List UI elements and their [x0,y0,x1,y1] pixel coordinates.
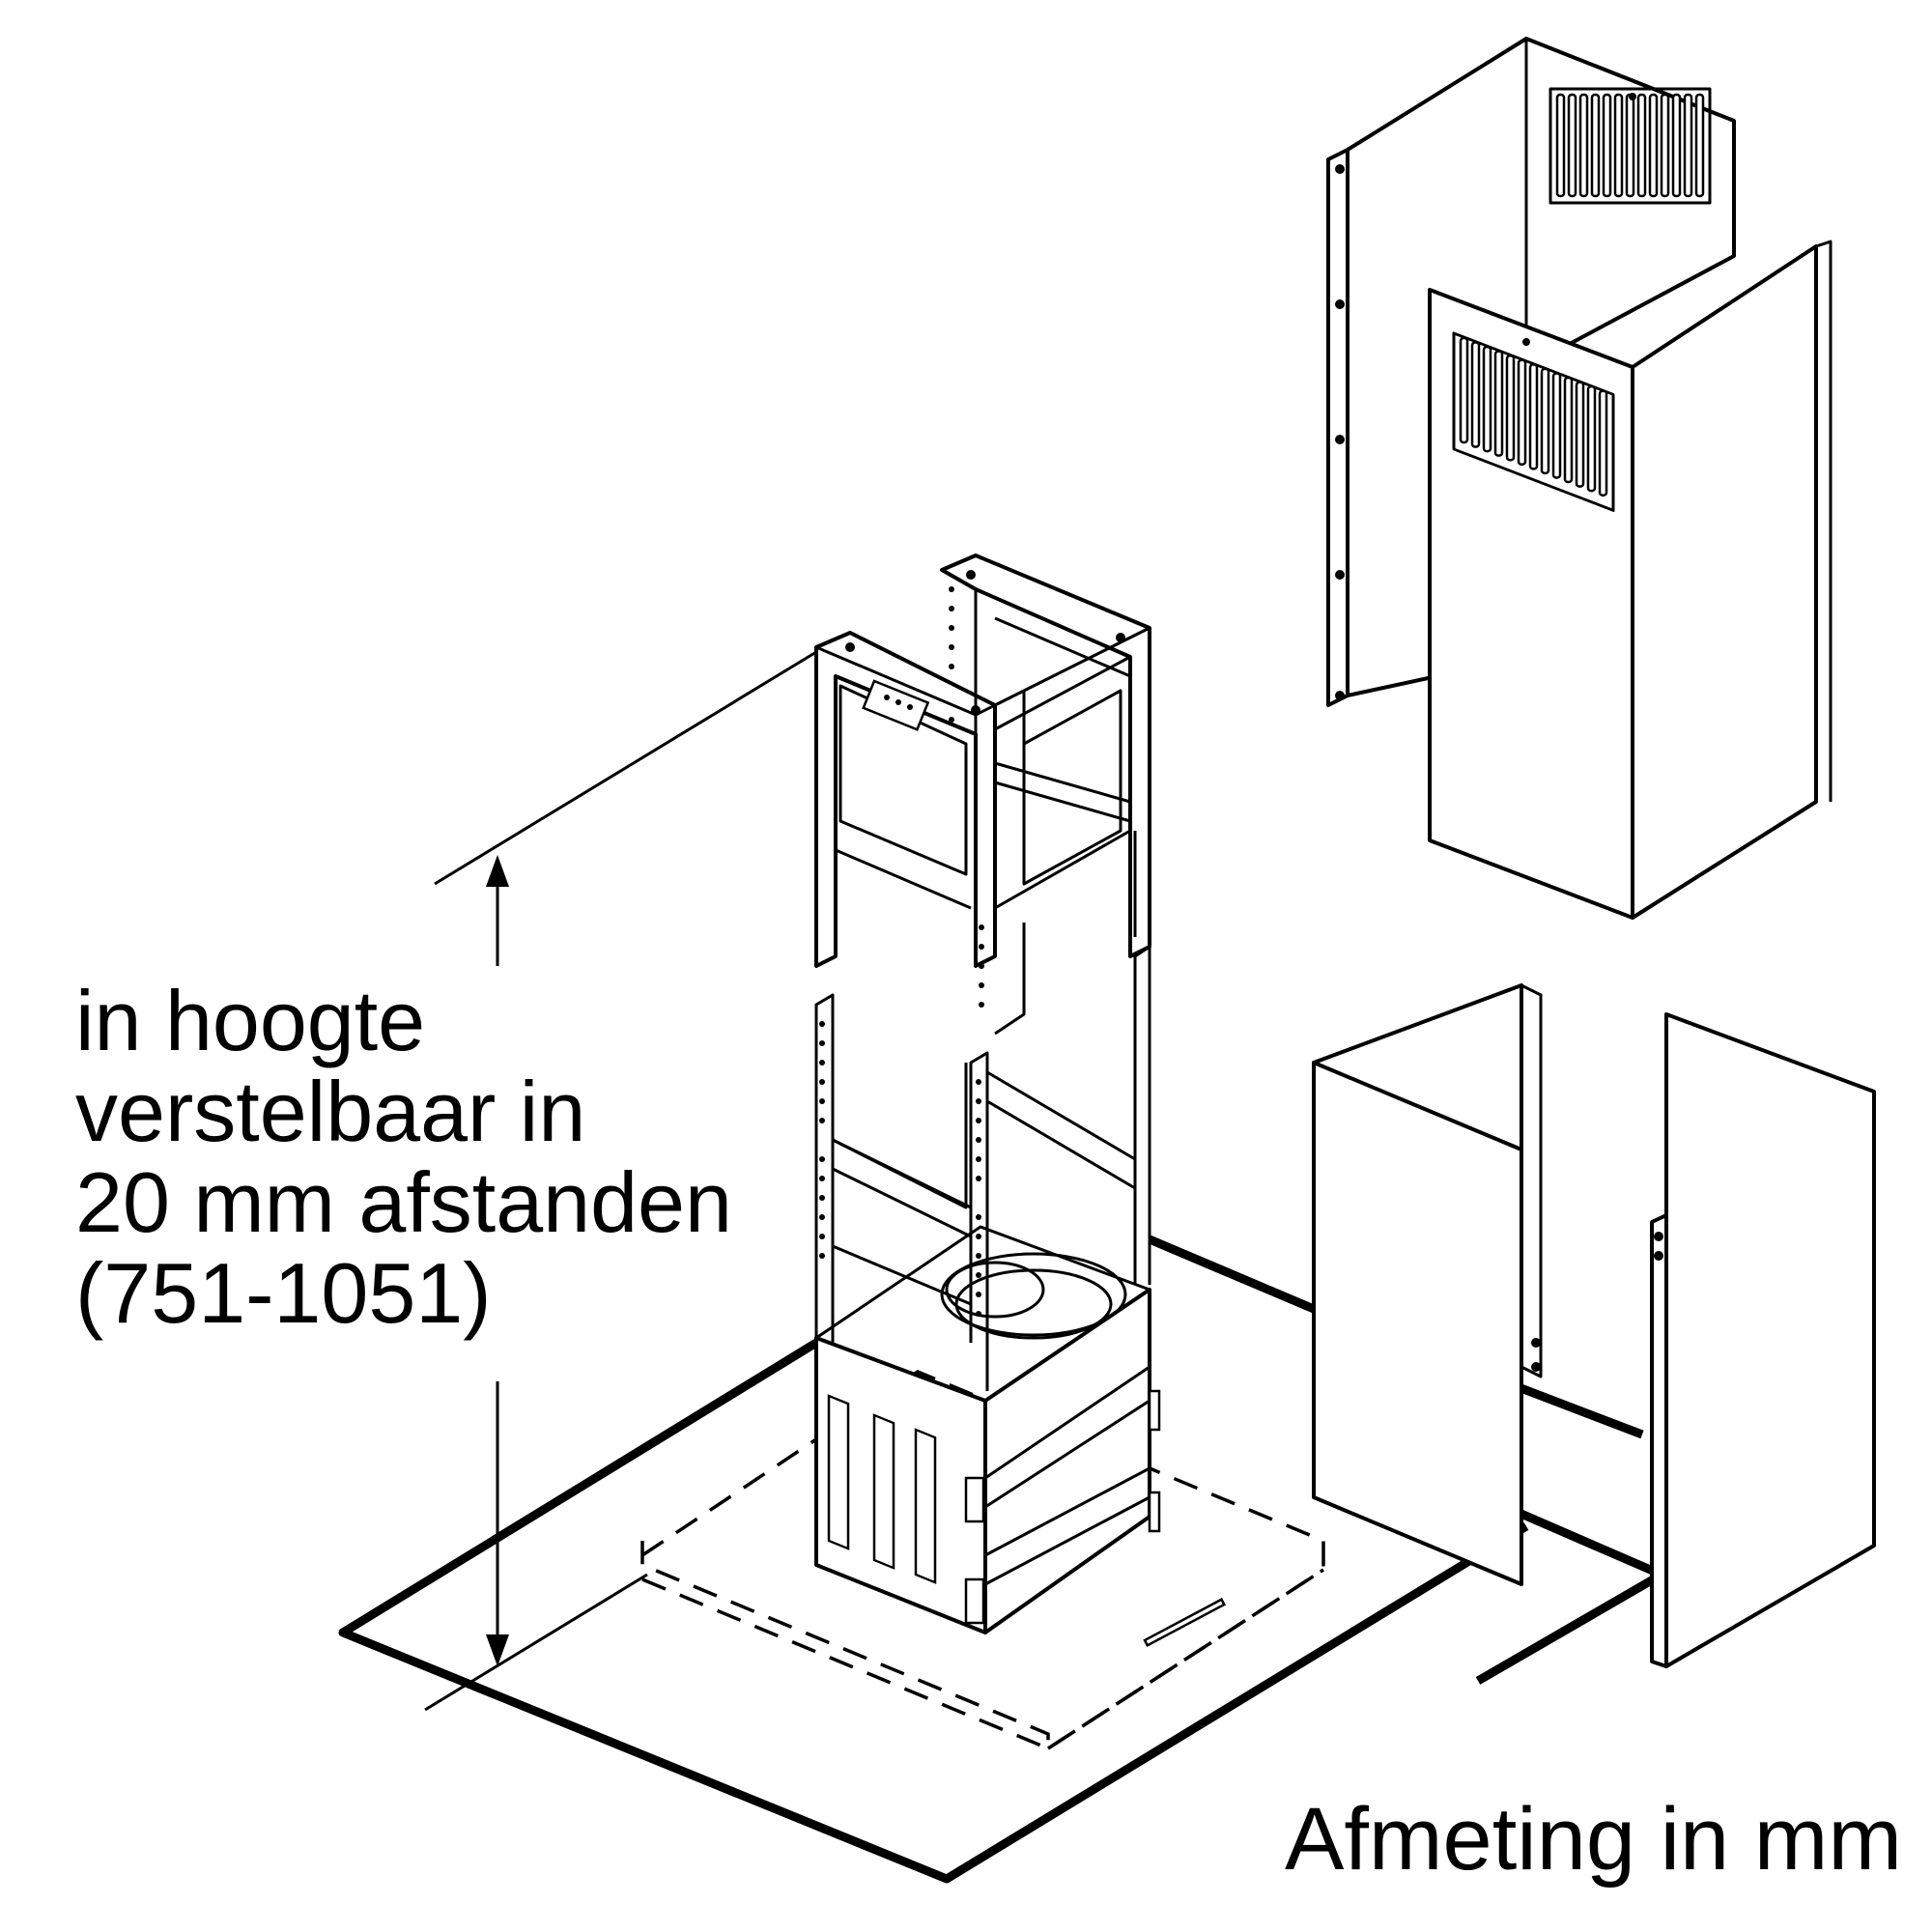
vent-slot [1586,384,1597,493]
mounting-outline-dashed [640,1370,1325,1752]
lower-chimney-cover [1312,983,1876,1668]
vent-slot [1636,93,1647,198]
inner-frame-lower [814,945,1161,1634]
vent-slot [1671,93,1682,198]
adjustment-line-2: verstelbaar in [75,1064,586,1159]
vent-slot [1459,336,1469,444]
vent-slot [1551,372,1562,479]
vent-slot [1625,93,1635,198]
vent-slot [1482,345,1492,453]
vent-slot [1563,376,1574,484]
height-dimension [424,650,817,1712]
vent-slot [1567,93,1577,198]
vent-slot [1470,341,1481,448]
upper-rear-vent [1548,87,1712,205]
vent-slot [1578,93,1589,198]
vent-slot [1660,93,1670,198]
vent-slot [1602,93,1612,198]
vent-slot [1575,381,1585,488]
vent-slot [1505,354,1516,462]
vent-slot [1694,93,1705,198]
vent-slot [1648,93,1659,198]
vent-slot [1555,93,1566,198]
adjustment-line-1: in hoogte [75,973,426,1068]
inner-frame-upper [814,554,1151,1036]
vent-slot [1598,389,1608,497]
vent-slot [1493,350,1504,457]
vent-slot [1528,363,1539,470]
adjustment-line-3: 20 mm afstanden [75,1154,732,1250]
adjustment-line-4: (751-1051) [75,1245,492,1341]
vent-slot [1517,358,1527,467]
vent-slot [1613,93,1624,198]
vent-slot [1540,367,1550,475]
height-adjustment-note: in hoogte verstelbaar in 20 mm afstanden… [75,976,732,1339]
arrow-down-icon [486,1634,509,1666]
vent-slot [1683,93,1693,198]
upper-front-vent [1459,336,1608,497]
vent-slot [1590,93,1601,198]
unit-note: Afmeting in mm [1285,1790,1903,1889]
arrow-up-icon [486,855,509,887]
